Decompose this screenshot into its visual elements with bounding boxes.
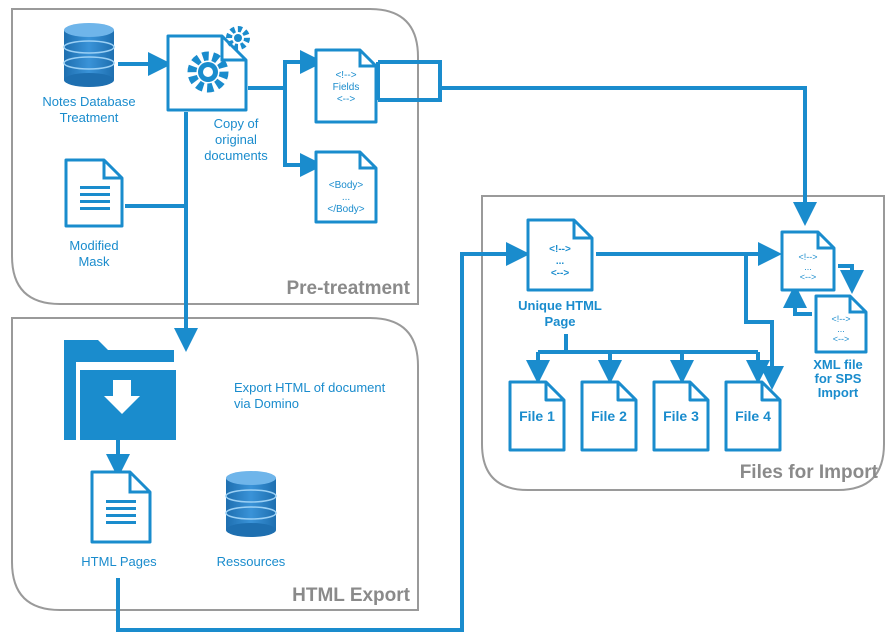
database-icon bbox=[63, 23, 115, 87]
unique-page-document-icon bbox=[526, 218, 594, 292]
ressources-label: Ressources bbox=[216, 554, 286, 569]
section-title-pretreatment: Pre-treatment bbox=[286, 278, 410, 299]
pretreatment-panel bbox=[11, 8, 419, 305]
folder-download-icon bbox=[64, 340, 176, 440]
document-lines-icon bbox=[64, 158, 124, 228]
html-pages-document-icon bbox=[90, 470, 152, 544]
document-gear-icon bbox=[166, 26, 250, 112]
file-4-label: File 4 bbox=[735, 408, 771, 424]
file-2-label: File 2 bbox=[591, 408, 627, 424]
unique-page-doc-text: <!--> ... <--> bbox=[549, 244, 571, 279]
html-pages-label: HTML Pages bbox=[81, 554, 157, 569]
html-export-panel bbox=[11, 317, 419, 611]
notes-db-label: Notes Database Treatment bbox=[42, 94, 136, 125]
section-title-html-export: HTML Export bbox=[292, 585, 410, 606]
files-for-import-panel bbox=[481, 195, 885, 491]
file-documents bbox=[508, 380, 782, 452]
fields-doc-text: <!--> Fields <--> bbox=[332, 70, 360, 105]
xml-document-a-icon bbox=[780, 230, 836, 292]
file-1-label: File 1 bbox=[519, 408, 555, 424]
connectors bbox=[106, 50, 864, 632]
section-title-files-for-import: Files for Import bbox=[739, 462, 878, 483]
file-3-label: File 3 bbox=[663, 408, 699, 424]
export-folder-label: Export HTML of document via Domino bbox=[234, 380, 386, 411]
xml-document-b-icon bbox=[814, 294, 868, 354]
copy-docs-label: Copy of original documents bbox=[204, 116, 268, 163]
unique-page-label: Unique HTML Page bbox=[518, 298, 602, 329]
ressources-database-icon bbox=[225, 471, 277, 537]
xml-doc-a-text: <!--> ... <--> bbox=[798, 252, 818, 282]
body-document-icon bbox=[314, 150, 378, 224]
body-doc-text: <Body> ... </Body> bbox=[327, 180, 365, 215]
fields-document-icon bbox=[314, 48, 378, 124]
xml-doc-b-text: <!--> ... <--> bbox=[831, 314, 851, 344]
xml-file-label: XML file for SPS Import bbox=[813, 357, 863, 400]
modified-mask-label: Modified Mask bbox=[69, 238, 119, 269]
